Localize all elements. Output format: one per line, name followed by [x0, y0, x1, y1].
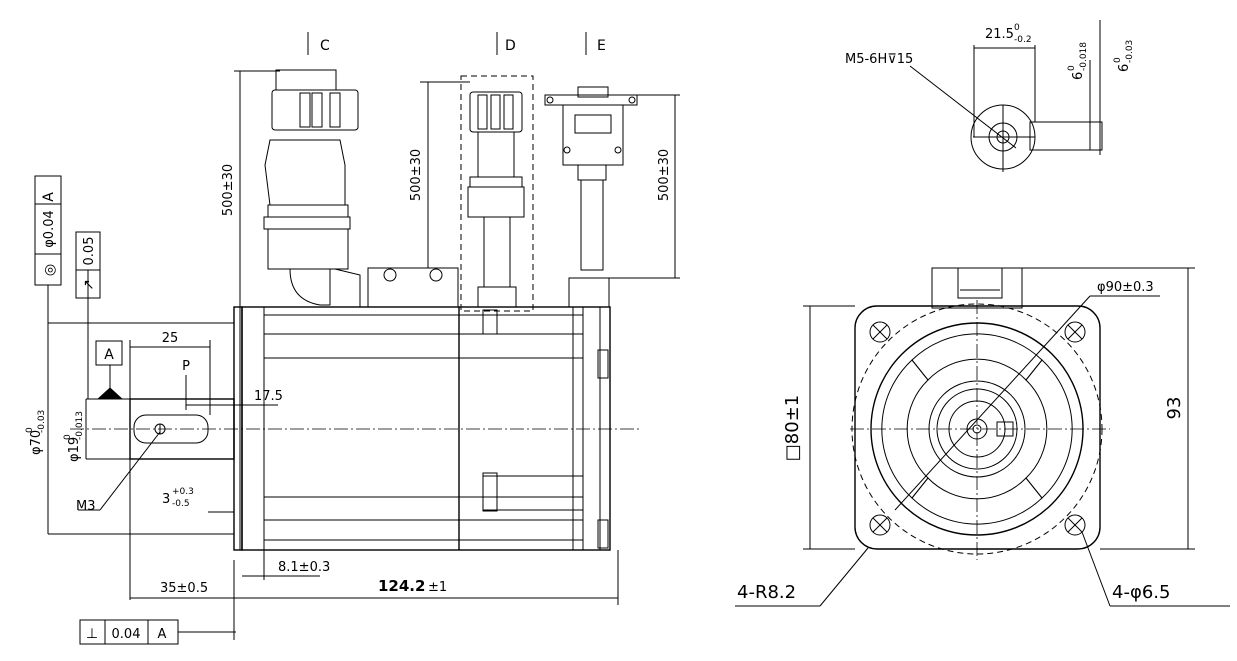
- svg-text:0: 0: [63, 434, 73, 440]
- concentricity-symbol: ◎: [42, 264, 58, 276]
- dim-shaft-extension: 35±0.5: [160, 581, 208, 596]
- svg-text:6: 6: [1071, 72, 1086, 80]
- mount-hole: [1064, 321, 1086, 343]
- perpendicularity-datum: A: [158, 627, 167, 642]
- dim-shaft-diameter: φ19 0 -0.013: [63, 411, 85, 462]
- concentricity-frame: A φ0.04 ◎: [34, 175, 62, 286]
- motor-body: [241, 306, 611, 551]
- dim-corner-radius: 4-R8.2: [737, 582, 796, 603]
- svg-text:0: 0: [1067, 65, 1077, 71]
- dim-cable-e: 500±30: [657, 149, 672, 201]
- dim-pcd: φ90±0.3: [1097, 280, 1154, 295]
- shaft-end-view: [909, 20, 1103, 172]
- connector-e: [544, 86, 638, 308]
- front-view: [735, 267, 1230, 607]
- keyway: [133, 414, 209, 444]
- dim-body-length: 124.2 ±1: [378, 577, 447, 595]
- mount-hole: [1064, 514, 1086, 536]
- connector-d: [460, 75, 534, 312]
- datum-a-label: A: [104, 347, 114, 363]
- svg-text:3: 3: [162, 492, 170, 507]
- perpendicularity-value: 0.04: [112, 627, 141, 642]
- svg-text:φ70: φ70: [29, 430, 44, 455]
- svg-text:0: 0: [1014, 23, 1020, 33]
- dim-cable-c: 500±30: [221, 164, 236, 216]
- dim-key-width-2: 6 0 -0.03: [1113, 40, 1135, 72]
- svg-text:-0.03: -0.03: [37, 410, 47, 433]
- dim-flange-square: □80±1: [782, 395, 803, 461]
- svg-text:-0.013: -0.013: [75, 411, 85, 440]
- mount-hole: [869, 321, 891, 343]
- svg-text:-0.018: -0.018: [1079, 42, 1089, 71]
- dim-key-height: 21.5 0 -0.2: [985, 23, 1032, 45]
- dim-key-width-1: 6 0 -0.018: [1067, 42, 1089, 80]
- svg-text:±1: ±1: [428, 580, 447, 595]
- svg-text:0: 0: [25, 427, 35, 433]
- runout-frame: 0.05 ↗: [75, 231, 101, 299]
- dim-shaft-length: 25: [162, 331, 179, 346]
- front-flange: [854, 305, 1101, 550]
- dim-key-depth: 3 +0.3 -0.5: [162, 487, 194, 509]
- side-view: [47, 32, 680, 640]
- dim-key-p: P: [182, 359, 190, 374]
- view-label-c: C: [320, 38, 330, 54]
- svg-text:-0.2: -0.2: [1014, 35, 1032, 45]
- svg-text:-0.5: -0.5: [172, 499, 190, 509]
- terminal-block: [367, 267, 459, 308]
- svg-text:0: 0: [1113, 57, 1123, 63]
- svg-text:+0.3: +0.3: [172, 487, 194, 497]
- dim-thread: M3: [76, 499, 96, 514]
- connector-c: [263, 69, 361, 307]
- svg-text:φ19: φ19: [67, 437, 82, 462]
- svg-text:124.2: 124.2: [378, 577, 425, 595]
- runout-symbol: ↗: [81, 279, 97, 291]
- dim-key-position: 17.5: [254, 389, 283, 404]
- svg-text:-0.03: -0.03: [1125, 40, 1135, 63]
- perpendicularity-frame: ⊥ 0.04 A: [79, 619, 179, 645]
- perpendicularity-symbol: ⊥: [86, 626, 98, 642]
- dim-flange-thickness: 8.1±0.3: [278, 560, 330, 575]
- svg-text:6: 6: [1117, 64, 1132, 72]
- runout-value: 0.05: [82, 237, 97, 266]
- flange-plate: [233, 306, 243, 551]
- view-label-e: E: [597, 38, 606, 54]
- mount-hole: [869, 514, 891, 536]
- concentricity-datum: A: [41, 192, 57, 202]
- dim-cable-d: 500±30: [409, 149, 424, 201]
- dim-spigot-diameter: φ70 0 -0.03: [25, 410, 47, 455]
- concentricity-value: φ0.04: [42, 210, 57, 248]
- dim-mount-holes: 4-φ6.5: [1112, 582, 1170, 603]
- svg-text:21.5: 21.5: [985, 27, 1014, 42]
- dim-height: 93: [1164, 397, 1185, 420]
- view-label-d: D: [505, 38, 516, 54]
- dim-tap-thread: M5-6H⊽15: [845, 52, 913, 67]
